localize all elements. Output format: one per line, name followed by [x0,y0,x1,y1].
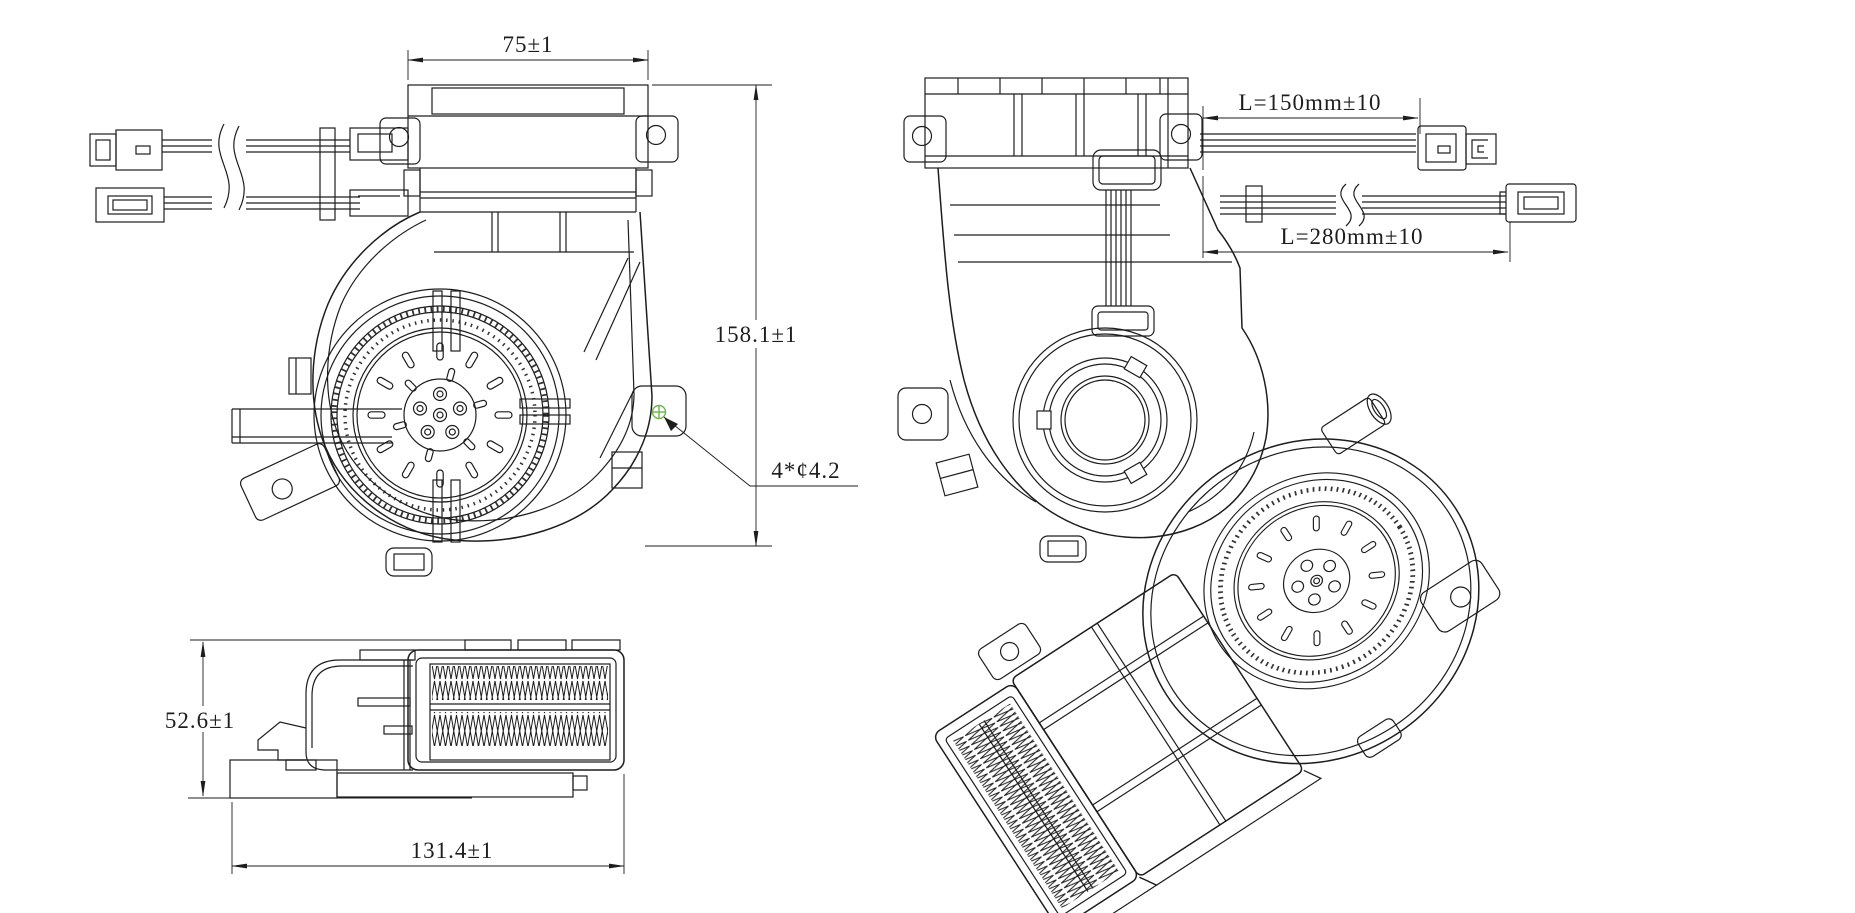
scroll-housing-iso [1142,438,1480,765]
wire-connector-right-bottom [1499,183,1577,223]
isometric-view [934,393,1501,913]
mounting-tabs-iso [977,559,1501,758]
outlet-duct-front [379,84,679,212]
dim-side-height: 52.6±1 [144,639,495,799]
motor-hub [403,378,477,452]
outlet-duct-rear [903,77,1203,169]
intake-ring [1012,327,1198,513]
frame-iso [1012,574,1323,886]
impeller-iso [1203,472,1430,690]
impeller-front [313,288,571,543]
dim-text-wire-bottom: L=280mm±10 [1281,224,1424,249]
heater-box-side [359,639,625,771]
dim-side-length: 131.4±1 [231,774,625,874]
ribbon-cable [1091,190,1155,337]
wire-clip-block [1092,149,1162,191]
dim-wire-top: L=150mm±10 [1202,90,1421,170]
wire-harness-rear-bottom [1220,183,1577,227]
mount-hole-pad [631,385,687,437]
dim-top-width: 75±1 [407,32,649,80]
wire-harness-rear-top [1200,125,1497,171]
wire-harness-front [162,123,409,224]
impeller-vent-slots [367,342,513,488]
scroll-housing-front [312,211,653,542]
wire-connector-right-top [1417,125,1497,171]
base-plate-side [229,759,588,799]
motor-housing-side [257,659,413,771]
wire-connector-bottom-left [95,187,165,223]
scroll-housing-rear [897,167,1269,563]
dim-text-side-height: 52.6±1 [165,708,235,733]
dim-text-side-length: 131.4±1 [411,838,494,863]
mounting-tabs-front [239,357,643,577]
dim-text-top-width: 75±1 [502,32,553,57]
front-view: 75±1 158.1±1 4*¢4.2 [89,32,858,577]
dim-overall-height: 158.1±1 [645,84,812,547]
outlet-port-iso [1321,393,1392,455]
hole-callout-text: 4*¢4.2 [771,458,840,483]
rear-view: L=150mm±10 L=280mm±10 [897,77,1577,563]
side-view: 52.6±1 131.4±1 [144,639,625,874]
mount-hole-marker [651,404,667,420]
dim-text-wire-top: L=150mm±10 [1239,90,1382,115]
dim-wire-bottom: L=280mm±10 [1202,176,1511,262]
wire-connector-top-left [89,129,163,171]
hole-callout: 4*¢4.2 [663,416,858,487]
left-discharge-flange [231,408,402,444]
dim-text-overall-height: 158.1±1 [715,322,798,347]
